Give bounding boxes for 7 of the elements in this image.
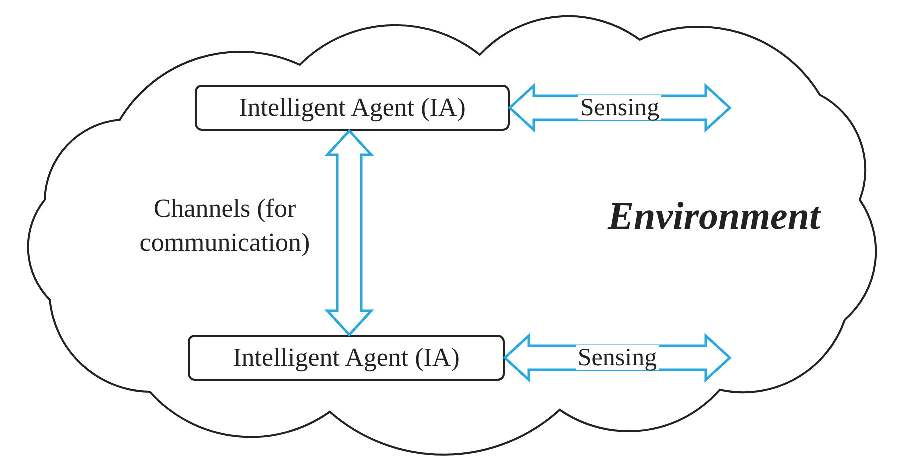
agent-box: Intelligent Agent (IA) xyxy=(195,85,510,131)
agent-box: Intelligent Agent (IA) xyxy=(188,335,505,381)
edge-label: Sensing xyxy=(576,346,660,370)
edge-label: Sensing xyxy=(578,96,662,120)
double-arrow xyxy=(324,129,374,337)
environment-label: Environment xyxy=(608,196,820,239)
text-label: Channels (for communication) xyxy=(138,193,312,259)
